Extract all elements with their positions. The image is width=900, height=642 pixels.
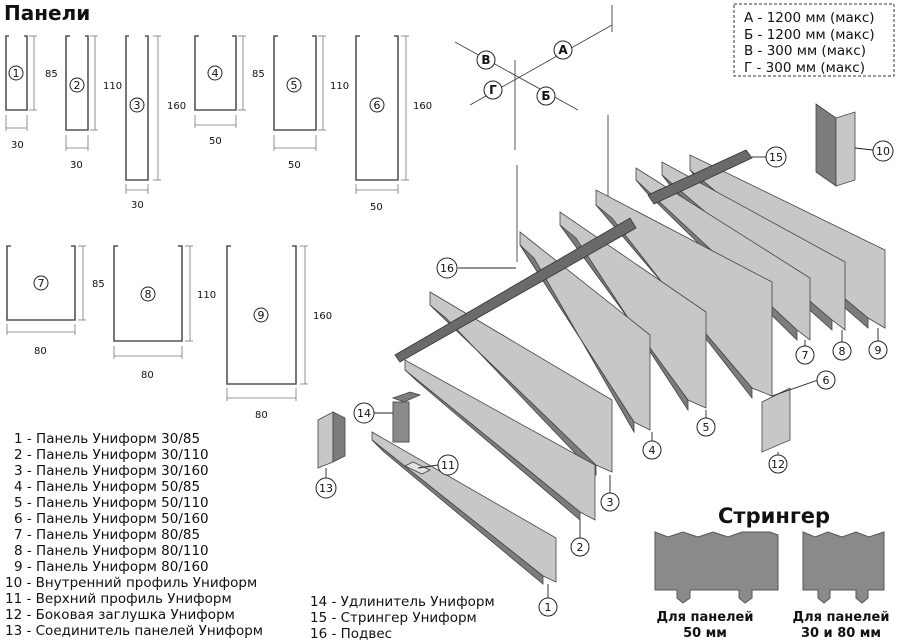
legend-item: 6 - Панель Униформ 50/160 (14, 511, 209, 527)
profile-number: 3 (134, 99, 141, 112)
profile-9: 9 160 80 (226, 245, 332, 421)
callout-5: 5 (703, 421, 710, 434)
stringer-label-line1: Для панелей (793, 610, 890, 625)
callout-12: 12 (771, 458, 785, 471)
callout-3: 3 (607, 496, 614, 509)
legend-item: 1 - Панель Униформ 30/85 (14, 431, 200, 447)
max-v: В - 300 мм (макс) (744, 43, 866, 59)
stringer-label-line2: 50 мм (683, 626, 727, 641)
stringer-label-line1: Для панелей (657, 610, 754, 625)
profile-number: 4 (212, 67, 219, 80)
profile-number: 2 (74, 79, 81, 92)
profile-2: 2 110 30 (65, 35, 122, 171)
profile-number: 6 (374, 99, 381, 112)
callout-16: 16 (440, 262, 454, 275)
direction-g: Г (489, 83, 497, 97)
profile-number: 9 (258, 309, 265, 322)
profile-8: 8 110 80 (113, 245, 216, 381)
profile-6: 6 160 50 (355, 35, 432, 213)
stringer-profile-30-80: Для панелей 30 и 80 мм (793, 531, 890, 641)
legend-right: 14 - Удлинитель Униформ 15 - Стрингер Ун… (310, 594, 495, 642)
legend-item: 12 - Боковая заглушка Униформ (5, 607, 235, 623)
profile-width: 80 (255, 410, 268, 421)
callout-13: 13 (319, 482, 333, 495)
stringer-label-line2: 30 и 80 мм (801, 626, 881, 641)
legend-item: 4 - Панель Униформ 50/85 (14, 479, 200, 495)
profile-4: 4 85 50 (194, 35, 265, 147)
profile-height: 85 (252, 69, 265, 80)
legend-item: 5 - Панель Униформ 50/110 (14, 495, 209, 511)
profile-height: 110 (330, 81, 349, 92)
max-b: Б - 1200 мм (макс) (744, 27, 875, 43)
profile-width: 80 (34, 346, 47, 357)
legend-item: 15 - Стрингер Униформ (310, 610, 477, 626)
max-dimensions-box: А - 1200 мм (макс) Б - 1200 мм (макс) В … (733, 3, 895, 77)
profile-width: 50 (209, 136, 222, 147)
isometric-assembly (317, 103, 886, 585)
profile-3: 3 160 30 (125, 35, 186, 211)
callout-7: 7 (802, 349, 809, 362)
legend-item: 2 - Панель Униформ 30/110 (14, 447, 209, 463)
profile-height: 85 (92, 279, 105, 290)
legend-item: 8 - Панель Униформ 80/110 (14, 543, 209, 559)
profile-width: 50 (288, 160, 301, 171)
profile-width: 50 (370, 202, 383, 213)
profile-number: 1 (13, 67, 20, 80)
legend-item: 16 - Подвес (310, 626, 392, 642)
callout-14: 14 (357, 407, 371, 420)
legend-item: 3 - Панель Униформ 30/160 (14, 463, 209, 479)
direction-compass: А Б В Г (454, 5, 613, 150)
max-a: А - 1200 мм (макс) (744, 10, 875, 26)
stringer-profile-50: Для панелей 50 мм (654, 531, 779, 641)
legend-item: 11 - Верхний профиль Униформ (5, 591, 232, 607)
callout-1: 1 (545, 601, 552, 614)
callout-2: 2 (577, 541, 584, 554)
callout-15: 15 (769, 151, 783, 164)
callout-11: 11 (441, 459, 455, 472)
profile-width: 80 (141, 370, 154, 381)
profile-height: 110 (103, 81, 122, 92)
profile-1: 1 85 30 (5, 35, 58, 151)
stringer-title: Стрингер (718, 504, 830, 528)
legend-item: 10 - Внутренний профиль Униформ (5, 575, 257, 591)
max-g: Г - 300 мм (макс) (744, 60, 865, 76)
profile-height: 85 (45, 69, 58, 80)
profile-height: 160 (167, 101, 186, 112)
direction-v: В (481, 53, 490, 67)
profile-width: 30 (70, 160, 83, 171)
page-title: Панели (4, 1, 90, 25)
profile-width: 30 (131, 200, 144, 211)
profile-number: 8 (145, 288, 152, 301)
profile-height: 160 (413, 101, 432, 112)
callout-9: 9 (875, 344, 882, 357)
legend-item: 7 - Панель Униформ 80/85 (14, 527, 200, 543)
profile-5: 5 110 50 (273, 35, 349, 171)
profile-7: 7 85 80 (6, 245, 105, 357)
callouts: 1 2 3 4 5 6 7 8 9 10 11 12 13 14 15 16 (315, 140, 894, 617)
profile-width: 30 (11, 140, 24, 151)
profile-number: 7 (38, 277, 45, 290)
profile-number: 5 (291, 79, 298, 92)
legend-item: 9 - Панель Униформ 80/160 (14, 559, 209, 575)
direction-b: Б (541, 89, 550, 103)
legend-item: 14 - Удлинитель Униформ (310, 594, 495, 610)
callout-8: 8 (839, 345, 846, 358)
legend-item: 13 - Соединитель панелей Униформ (5, 623, 263, 639)
profile-sections: 1 85 30 2 110 30 3 160 30 (5, 35, 432, 421)
direction-a: А (558, 43, 568, 57)
profile-height: 110 (197, 290, 216, 301)
callout-4: 4 (649, 444, 656, 457)
profile-height: 160 (313, 311, 332, 322)
legend-left: 1 - Панель Униформ 30/85 2 - Панель Униф… (5, 431, 263, 639)
callout-6: 6 (823, 374, 830, 387)
callout-10: 10 (876, 145, 890, 158)
